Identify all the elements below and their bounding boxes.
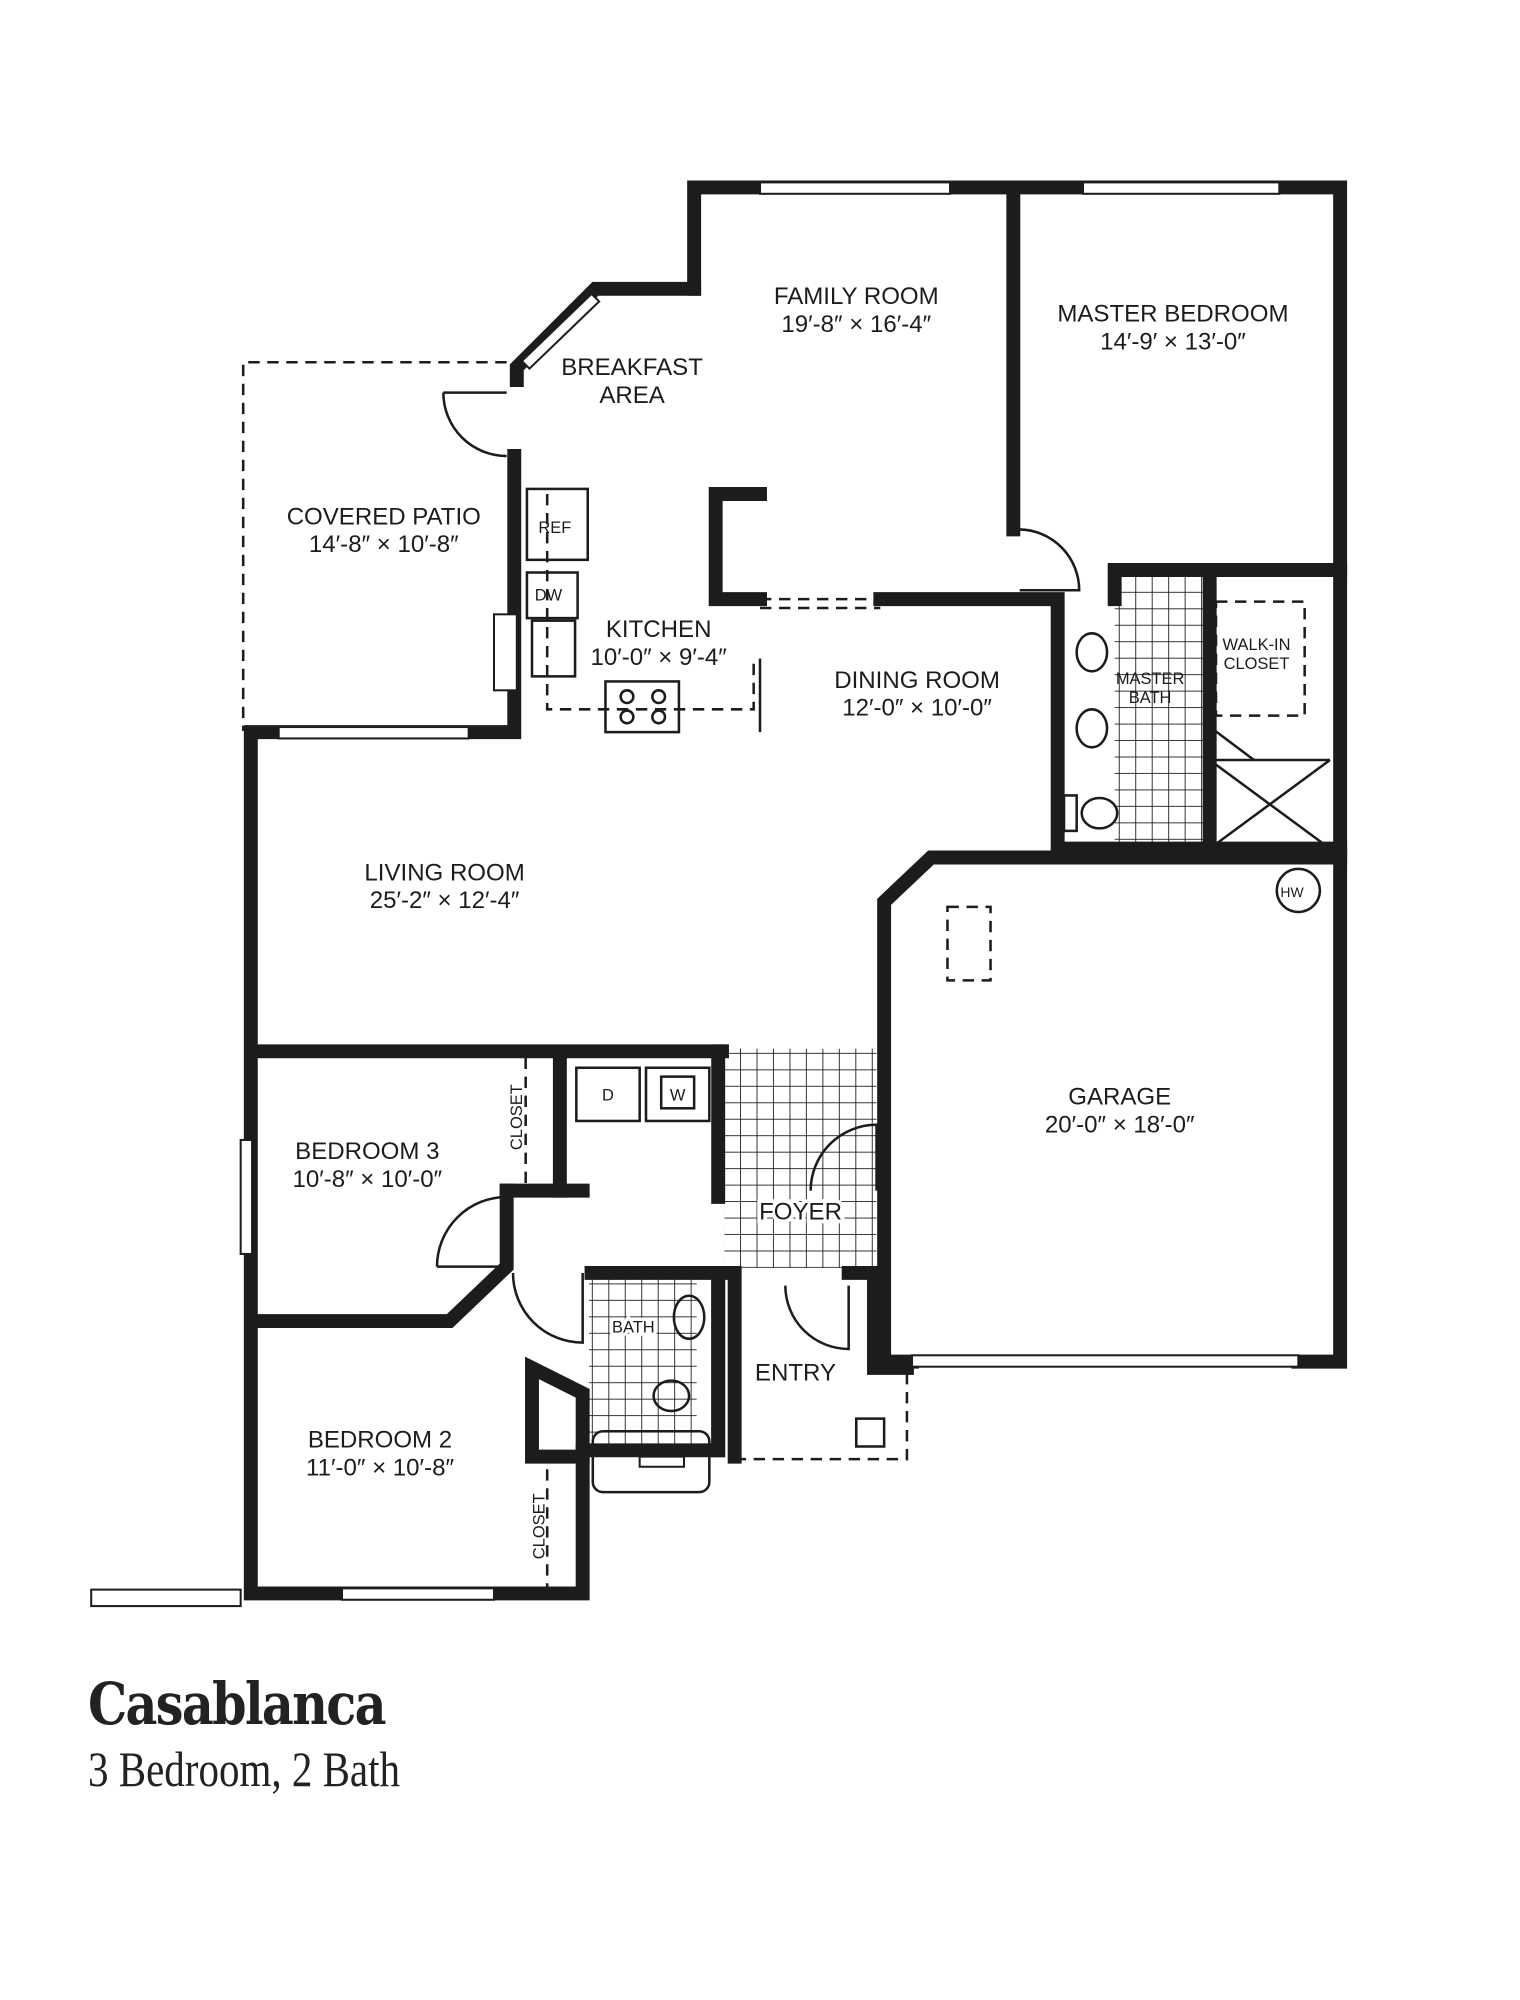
- master-bath-tile: [1114, 569, 1210, 849]
- dining-room-size: 12′-0″ × 10′-0″: [842, 695, 992, 722]
- bedroom2-size: 11′-0″ × 10′-8″: [306, 1455, 454, 1482]
- master-bedroom-size: 14′-9′ × 13′-0″: [1100, 329, 1246, 356]
- walls: [243, 180, 1348, 1601]
- water-heater-label: HW: [1280, 884, 1304, 900]
- dining-room-label: DINING ROOM: [834, 667, 1000, 694]
- kitchen-label: KITCHEN: [606, 616, 712, 643]
- bedroom3-size: 10′-8″ × 10′-0″: [292, 1166, 442, 1193]
- kitchen-counters: [525, 487, 762, 734]
- walk-in-closet-label-2: CLOSET: [1224, 655, 1290, 673]
- bedroom3-label: BEDROOM 3: [295, 1138, 439, 1165]
- living-room-label: LIVING ROOM: [364, 859, 524, 886]
- covered-patio-size: 14′-8″ × 10′-8″: [309, 531, 459, 558]
- foyer-tile: [724, 1048, 877, 1268]
- covered-patio-label: COVERED PATIO: [287, 503, 481, 530]
- walk-in-closet-label: WALK-IN: [1223, 636, 1291, 654]
- bath-label: BATH: [612, 1318, 655, 1336]
- master-bath-label: MASTER: [1116, 670, 1185, 688]
- living-room-size: 25′-2″ × 12′-4″: [370, 887, 520, 914]
- ref-label: REF: [538, 519, 571, 537]
- plan-summary: 3 Bedroom, 2 Bath: [88, 1741, 401, 1797]
- master-bath-label-2: BATH: [1129, 689, 1172, 707]
- kitchen-size: 10′-0″ × 9′-4″: [590, 644, 727, 671]
- bedroom2-label: BEDROOM 2: [308, 1427, 452, 1454]
- garage-label: GARAGE: [1068, 1083, 1171, 1110]
- master-bath-fixtures: [946, 600, 1331, 982]
- family-room-label: FAMILY ROOM: [774, 283, 939, 310]
- foyer-label: FOYER: [759, 1199, 842, 1226]
- laundry-bath-fixtures: [524, 1057, 711, 1590]
- bath-tile: [589, 1279, 697, 1451]
- closet3-label: CLOSET: [508, 1084, 526, 1150]
- closet2-label: CLOSET: [531, 1493, 549, 1559]
- dw-label: DW: [535, 586, 563, 604]
- breakfast-area-label: BREAKFAST: [561, 354, 703, 381]
- plan-title: Casablanca: [88, 1670, 387, 1738]
- master-bedroom-label: MASTER BEDROOM: [1057, 301, 1288, 328]
- entry-post: [854, 1417, 886, 1448]
- entry-label: ENTRY: [755, 1360, 836, 1387]
- entry-porch-outline: [734, 1367, 909, 1461]
- dryer-label: D: [602, 1087, 614, 1105]
- washer-label: W: [670, 1087, 686, 1105]
- breakfast-area-label-2: AREA: [599, 382, 664, 409]
- doors: [435, 391, 1081, 1351]
- garage-size: 20′-0″ × 18′-0″: [1045, 1111, 1195, 1138]
- family-room-size: 19′-8″ × 16′-4″: [781, 311, 931, 338]
- windows: [90, 181, 1300, 1608]
